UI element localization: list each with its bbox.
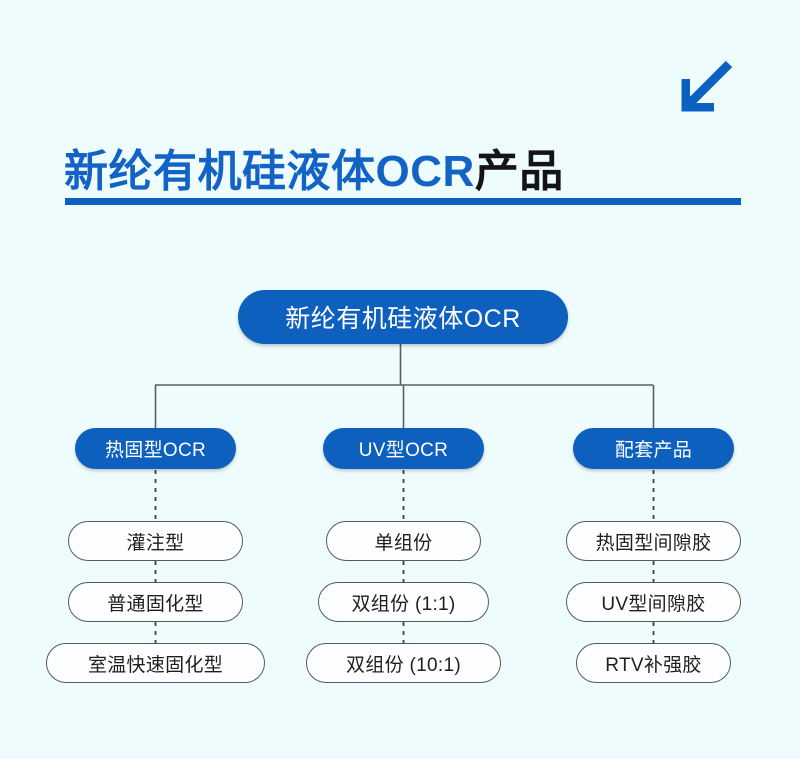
tree-branch-label-1: 热固型OCR bbox=[104, 440, 207, 461]
tree-branch-label-3: 配套产品 bbox=[614, 440, 693, 461]
tree-leaf-node-2-3[interactable]: 双组份 (10:1) bbox=[306, 643, 501, 683]
arrow-down-left-icon bbox=[681, 60, 733, 112]
page-title: 新纶有机硅液体OCR产品 bbox=[64, 143, 564, 201]
tree-leaf-label-1-3: 室温快速固化型 bbox=[87, 654, 224, 676]
tree-leaf-label-1-2: 普通固化型 bbox=[107, 593, 204, 615]
tree-leaf-node-3-2[interactable]: UV型间隙胶 bbox=[566, 582, 741, 622]
tree-leaf-label-2-1: 单组份 bbox=[374, 532, 433, 554]
tree-leaf-node-2-2[interactable]: 双组份 (1:1) bbox=[318, 582, 489, 622]
tree-leaf-node-1-2[interactable]: 普通固化型 bbox=[68, 582, 243, 622]
page-title-primary: 新纶有机硅液体OCR bbox=[64, 147, 475, 197]
tree-leaf-node-1-3[interactable]: 室温快速固化型 bbox=[46, 643, 265, 683]
tree-leaf-label-2-3: 双组份 (10:1) bbox=[346, 654, 461, 676]
page-header: 新纶有机硅液体OCR产品 bbox=[0, 0, 800, 222]
title-underline-rule bbox=[65, 198, 741, 205]
tree-leaf-label-3-1: 热固型间隙胶 bbox=[595, 532, 712, 554]
tree-connectors bbox=[154, 344, 655, 643]
tree-branch-node-2[interactable]: UV型OCR bbox=[323, 428, 484, 469]
tree-branch-node-3[interactable]: 配套产品 bbox=[573, 428, 734, 469]
tree-leaf-label-2-2: 双组份 (1:1) bbox=[351, 593, 456, 615]
tree-leaf-label-1-1: 灌注型 bbox=[126, 532, 185, 554]
tree-branch-label-2: UV型OCR bbox=[358, 440, 449, 461]
tree-leaf-node-2-1[interactable]: 单组份 bbox=[326, 521, 481, 561]
tree-leaf-node-3-1[interactable]: 热固型间隙胶 bbox=[566, 521, 741, 561]
tree-leaf-label-3-2: UV型间隙胶 bbox=[601, 593, 706, 615]
page-title-suffix: 产品 bbox=[474, 147, 564, 197]
tree-branch-node-1[interactable]: 热固型OCR bbox=[75, 428, 236, 469]
tree-leaf-label-3-3: RTV补强胶 bbox=[605, 654, 702, 676]
product-tree-diagram: 新纶有机硅液体OCR 热固型OCR 灌注型 普通固化型 室温快速固化型 UV型O… bbox=[0, 222, 800, 759]
tree-root-label: 新纶有机硅液体OCR bbox=[285, 305, 521, 333]
tree-leaf-node-3-3[interactable]: RTV补强胶 bbox=[576, 643, 731, 683]
tree-leaf-node-1-1[interactable]: 灌注型 bbox=[68, 521, 243, 561]
tree-root-node[interactable]: 新纶有机硅液体OCR bbox=[238, 290, 568, 344]
